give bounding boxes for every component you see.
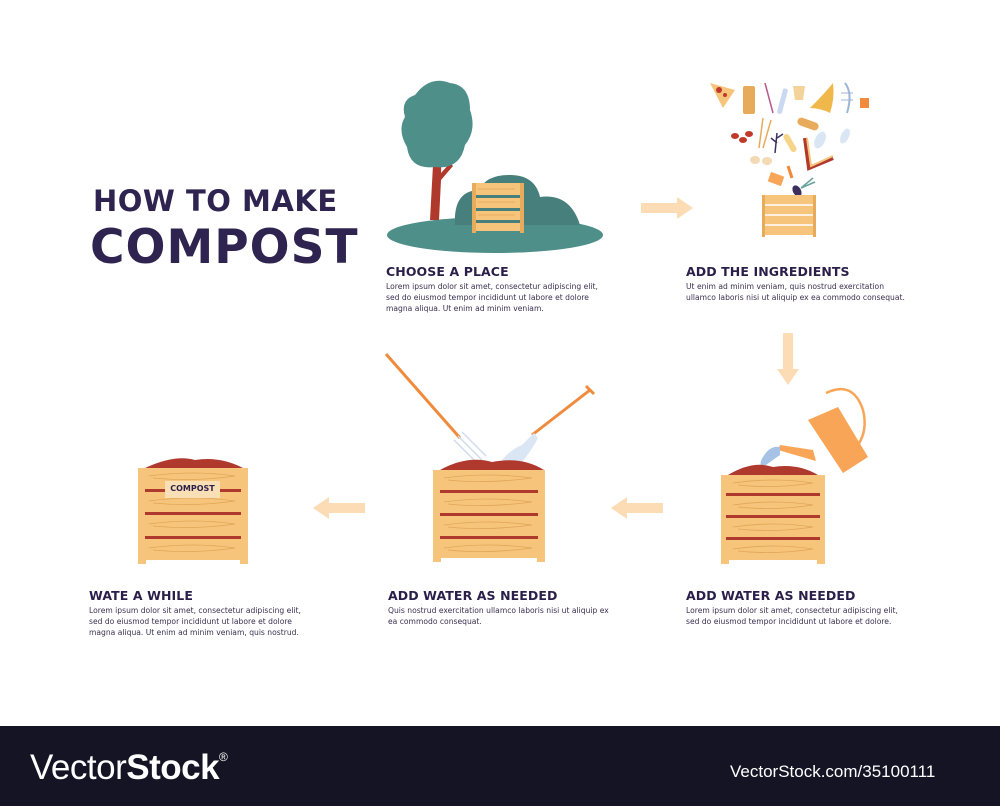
ingredients-illustration xyxy=(710,82,869,237)
compost-bin-label: COMPOST xyxy=(170,484,215,493)
brand-light: Vector xyxy=(30,748,127,787)
watering-can-icon xyxy=(778,387,868,473)
step-1-description: Lorem ipsum dolor sit amet, consectetur … xyxy=(386,282,598,313)
compost-bin-icon xyxy=(433,470,545,562)
watering-can-bin-illustration xyxy=(721,387,868,564)
step-5-title: WATE A WHILE xyxy=(89,588,193,603)
pitchfork-shovel-bin-illustration xyxy=(384,353,596,562)
tree-bush-bin-illustration xyxy=(387,80,603,253)
shovel-icon xyxy=(502,384,596,465)
compost-bin-icon xyxy=(762,195,816,237)
step-1-title: CHOOSE A PLACE xyxy=(386,264,509,279)
step-4-description: Quis nostrud exercitation ullamco labori… xyxy=(388,606,609,626)
step-3-title: ADD WATER AS NEEDED xyxy=(686,588,856,603)
vectorstock-logo[interactable]: VectorStock® xyxy=(30,748,228,788)
compost-bin-small-icon xyxy=(472,183,524,233)
brand-bold: Stock xyxy=(126,748,220,787)
registered-mark: ® xyxy=(219,750,228,764)
compost-bin-icon xyxy=(721,475,825,564)
step-2-title: ADD THE INGREDIENTS xyxy=(686,264,850,279)
step-4-title: ADD WATER AS NEEDED xyxy=(388,588,558,603)
step-2-description: Ut enim ad minim veniam, quis nostrud ex… xyxy=(686,282,905,302)
arrow-down-icon xyxy=(777,333,799,385)
arrow-left-icon xyxy=(313,497,365,519)
labeled-compost-bin-illustration xyxy=(138,458,248,564)
arrow-left-icon xyxy=(611,497,663,519)
title-line-1: HOW TO MAKE xyxy=(93,184,338,218)
footer-bar xyxy=(0,726,1000,806)
step-5-description: Lorem ipsum dolor sit amet, consectetur … xyxy=(89,606,301,637)
step-3-description: Lorem ipsum dolor sit amet, consectetur … xyxy=(686,606,898,626)
image-url-link[interactable]: VectorStock.com/35100111 xyxy=(730,762,936,781)
pitchfork-icon xyxy=(384,353,487,465)
arrow-right-icon xyxy=(641,197,693,219)
title-line-2: COMPOST xyxy=(90,220,359,275)
